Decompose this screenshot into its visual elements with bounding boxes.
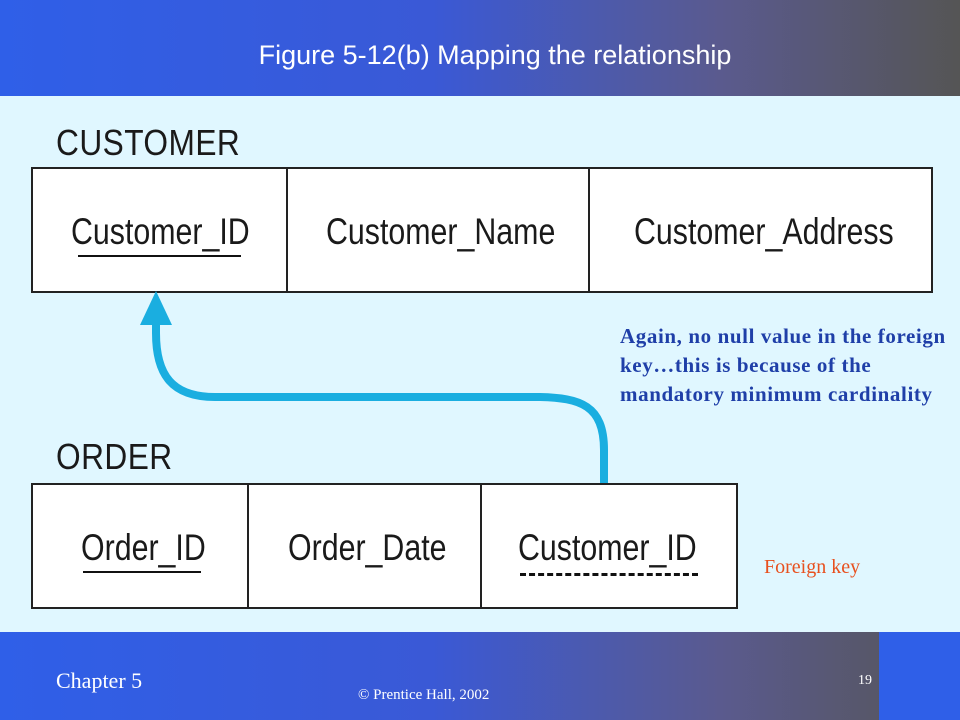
customer-address-cell: Customer_Address <box>590 169 931 291</box>
order-date-label: Order_Date <box>288 527 447 568</box>
foreign-key-dashed-underline <box>520 573 698 576</box>
customer-name-cell: Customer_Name <box>288 169 590 291</box>
customer-name-label: Customer_Name <box>326 211 556 252</box>
customer-address-label: Customer_Address <box>634 211 894 252</box>
slide-title: Figure 5-12(b) Mapping the relationship <box>258 40 732 70</box>
relationship-arrow-head <box>140 291 172 325</box>
copyright-text: © Prentice Hall, 2002 <box>358 687 490 703</box>
customer-entity-title: CUSTOMER <box>56 122 241 163</box>
order-table: Order_ID Order_Date Customer_ID <box>31 483 738 609</box>
relationship-arrow-line <box>152 316 608 484</box>
customer-table: Customer_ID Customer_Name Customer_Addre… <box>31 167 933 293</box>
annotation-note: Again, no null value in the foreign key…… <box>620 324 946 406</box>
primary-key-underline <box>78 255 241 257</box>
primary-key-underline <box>83 571 201 573</box>
order-date-cell: Order_Date <box>249 485 482 607</box>
footer-bar <box>0 632 960 720</box>
order-id-cell: Order_ID <box>33 485 249 607</box>
page-number: 19 <box>858 673 872 688</box>
order-id-label: Order_ID <box>81 527 206 568</box>
order-customer-id-cell: Customer_ID <box>482 485 736 607</box>
footer-corner-block <box>879 632 960 720</box>
order-customer-id-label: Customer_ID <box>518 527 697 568</box>
foreign-key-label: Foreign key <box>764 556 861 578</box>
order-entity-title: ORDER <box>56 436 173 477</box>
title-bar: Figure 5-12(b) Mapping the relationship <box>0 0 960 96</box>
chapter-label: Chapter 5 <box>56 668 143 693</box>
customer-id-cell: Customer_ID <box>33 169 288 291</box>
customer-id-label: Customer_ID <box>71 211 250 252</box>
